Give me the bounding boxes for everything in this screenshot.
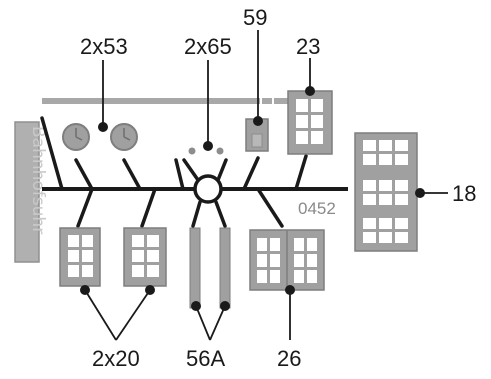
callout-dots <box>80 86 425 311</box>
top-beam <box>42 98 290 104</box>
clock-left-icon <box>62 123 90 151</box>
callout-label-top-a: 2x53 <box>80 34 128 59</box>
callout-label-top-d: 23 <box>296 34 320 59</box>
callout-leaders <box>84 30 448 341</box>
window-panel-bottom-left-a <box>59 227 101 287</box>
window-panel-bottom-right <box>249 229 325 291</box>
callout-label-right: 18 <box>452 181 476 206</box>
vertical-posts <box>189 227 231 309</box>
window-panel-top <box>287 90 333 155</box>
central-ring <box>193 174 223 204</box>
clock-right-icon <box>110 123 138 151</box>
side-label-sign: Bahnhofsuhr <box>14 121 48 263</box>
callout-label-top-c: 59 <box>243 5 267 30</box>
lamp-pair-icon <box>188 147 224 155</box>
side-label-text: Bahnhofsuhr <box>28 126 48 234</box>
window-panel-bottom-left-b <box>123 227 167 287</box>
upper-struts <box>40 116 308 191</box>
callout-label-bottom-b: 56A <box>186 346 225 371</box>
callout-label-bottom-a: 2x20 <box>92 346 140 371</box>
code-label: 0452 <box>298 199 336 218</box>
callout-label-bottom-c: 26 <box>277 346 301 371</box>
window-panel-right <box>354 132 418 252</box>
callout-label-top-b: 2x65 <box>184 34 232 59</box>
lower-struts <box>76 187 284 228</box>
